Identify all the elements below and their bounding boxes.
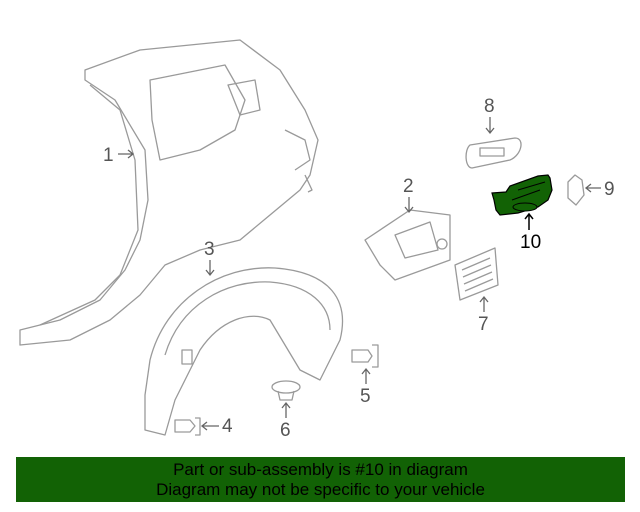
- part-2-fuel-door-housing[interactable]: [364, 209, 451, 281]
- svg-text:9: 9: [604, 179, 615, 200]
- svg-text:5: 5: [360, 386, 371, 407]
- svg-text:7: 7: [478, 314, 489, 335]
- part-8-cover[interactable]: [465, 137, 522, 169]
- part-4-clip[interactable]: [174, 417, 201, 436]
- part-info-banner: Part or sub-assembly is #10 in diagram D…: [16, 457, 625, 502]
- callout-6: 6: [280, 401, 291, 441]
- callout-2: 2: [403, 176, 414, 214]
- svg-text:3: 3: [204, 239, 215, 260]
- callout-9: 9: [584, 179, 615, 200]
- part-6-plug[interactable]: [271, 380, 301, 401]
- callout-10: 10: [520, 212, 541, 253]
- part-5-push-pin[interactable]: [351, 344, 379, 368]
- part-10-fuel-filler-door[interactable]: [491, 174, 553, 216]
- svg-text:4: 4: [222, 416, 233, 437]
- callout-4: 4: [200, 416, 233, 437]
- callout-7: 7: [478, 295, 489, 335]
- svg-text:1: 1: [103, 145, 114, 166]
- svg-text:2: 2: [403, 176, 414, 197]
- callout-1: 1: [103, 145, 135, 166]
- part-3-wheelhouse-liner[interactable]: [144, 267, 344, 436]
- svg-text:8: 8: [484, 96, 495, 117]
- part-9-bracket[interactable]: [567, 174, 585, 206]
- part-7-vent[interactable]: [454, 247, 499, 301]
- svg-text:10: 10: [520, 232, 541, 253]
- banner-line-disclaimer: Diagram may not be specific to your vehi…: [156, 480, 485, 499]
- part-1-quarter-panel[interactable]: [19, 39, 319, 346]
- svg-text:6: 6: [280, 420, 291, 441]
- callout-3: 3: [204, 239, 215, 277]
- callout-5: 5: [360, 367, 371, 407]
- banner-line-part: Part or sub-assembly is #10 in diagram: [173, 460, 468, 479]
- callout-8: 8: [484, 96, 495, 135]
